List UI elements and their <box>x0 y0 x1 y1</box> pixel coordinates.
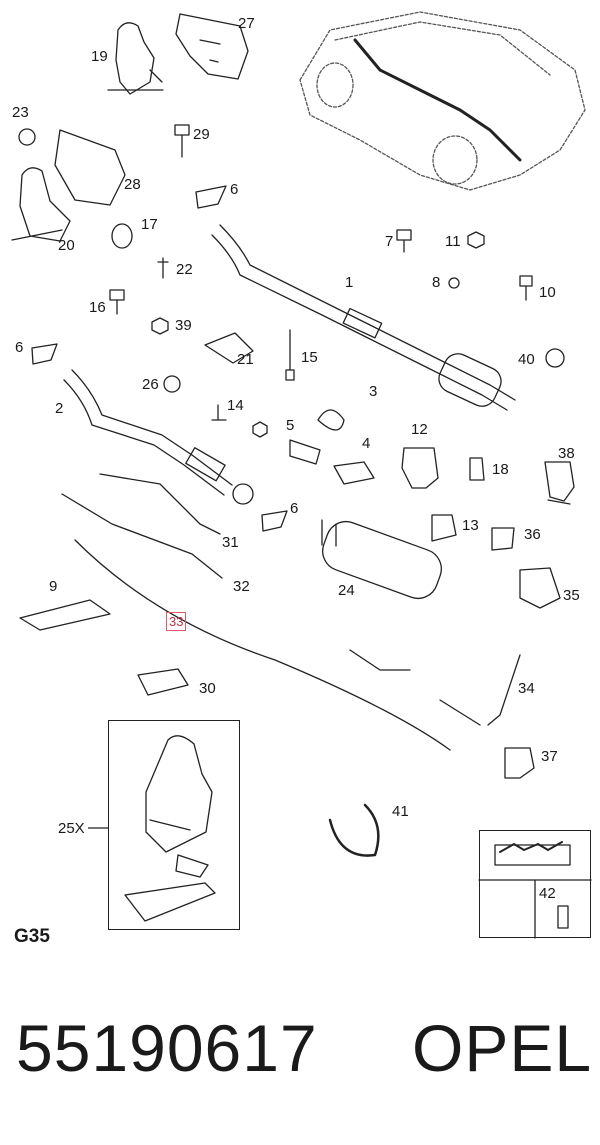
gasket-part-6c <box>261 510 288 532</box>
callout-10: 10 <box>539 284 556 301</box>
hanger-part-13 <box>431 514 457 542</box>
callout-5: 5 <box>286 417 295 434</box>
callout-9: 9 <box>49 578 58 595</box>
callout-2: 2 <box>55 400 64 417</box>
nut-part-11 <box>467 231 485 249</box>
callout-39: 39 <box>175 317 192 334</box>
ring-part-23 <box>18 128 36 146</box>
stud-part-22 <box>157 257 169 279</box>
callout-19: 19 <box>91 48 108 65</box>
callout-27: 27 <box>238 15 255 32</box>
callout-22: 22 <box>176 261 193 278</box>
callout-37: 37 <box>541 748 558 765</box>
nut-part-39 <box>151 317 169 335</box>
assembly-leader-line <box>88 827 108 829</box>
callout-30: 30 <box>199 680 216 697</box>
bracket-part-35 <box>519 567 561 609</box>
converter-part-20 <box>11 167 71 242</box>
gasket-part-6a <box>195 185 227 209</box>
callout-26: 26 <box>142 376 159 393</box>
cover-part-30 <box>137 668 189 696</box>
callout-41: 41 <box>392 803 409 820</box>
inset-frame <box>108 720 240 930</box>
clamp-part-3 <box>289 409 345 465</box>
callout-32: 32 <box>233 578 250 595</box>
sensor-part-32 <box>61 493 223 579</box>
callout-6-upper: 6 <box>230 181 239 198</box>
car-silhouette <box>299 11 586 191</box>
exhaust-parts-diagram <box>11 11 592 939</box>
heat-shield-part-27 <box>175 13 249 80</box>
hanger-part-18 <box>469 457 485 481</box>
callout-20: 20 <box>58 237 75 254</box>
inset-assembly-25x <box>124 735 216 922</box>
bolt-part-16 <box>109 289 125 315</box>
callout-13: 13 <box>462 517 479 534</box>
bracket-part-9 <box>19 599 111 631</box>
callout-28: 28 <box>124 176 141 193</box>
car-exhaust-route <box>353 38 522 162</box>
callout-7: 7 <box>385 233 394 250</box>
band-part-41 <box>328 803 380 857</box>
tool-panel <box>479 830 591 938</box>
shield-part-28 <box>54 129 126 206</box>
tool-panel-42 <box>478 841 592 939</box>
callout-34: 34 <box>518 680 535 697</box>
dpf-part-24 <box>321 519 442 600</box>
callout-24: 24 <box>338 582 355 599</box>
bolt-part-7 <box>396 229 412 253</box>
rubber-part-40 <box>545 348 565 368</box>
callout-3: 3 <box>369 383 378 400</box>
section-code: G35 <box>14 926 50 947</box>
callout-4: 4 <box>362 435 371 452</box>
bracket-part-21 <box>204 332 254 364</box>
callout-1: 1 <box>345 274 354 291</box>
clip-part-37 <box>504 747 535 779</box>
nut-part-5 <box>252 421 268 438</box>
callout-33-highlighted[interactable]: 33 <box>166 612 187 631</box>
sensor-part-31 <box>99 473 221 535</box>
callout-36: 36 <box>524 526 541 543</box>
callout-17: 17 <box>141 216 158 233</box>
clamp-part-17 <box>111 223 133 249</box>
callout-40: 40 <box>518 351 535 368</box>
front-pipe-part-2 <box>63 369 254 505</box>
callout-8: 8 <box>432 274 441 291</box>
bracket-part-4 <box>333 461 375 485</box>
ring-part-26 <box>163 375 181 393</box>
part-number: 55190617 <box>16 1011 318 1085</box>
callout-35: 35 <box>563 587 580 604</box>
hanger-part-12 <box>401 447 439 489</box>
manifold-part-19 <box>107 22 164 95</box>
wire-part-33 <box>74 539 451 751</box>
callout-11: 11 <box>445 233 461 250</box>
bolt-part-10 <box>519 275 533 301</box>
callout-21: 21 <box>237 351 254 368</box>
front-pipe-part-1 <box>211 224 516 411</box>
callout-38: 38 <box>558 445 575 462</box>
callout-6-lower: 6 <box>290 500 299 517</box>
brand-name: OPEL <box>412 1011 593 1085</box>
bolt-part-29 <box>174 124 190 158</box>
gasket-part-6b <box>31 343 58 365</box>
callout-31: 31 <box>222 534 239 551</box>
callout-12: 12 <box>411 421 428 438</box>
callout-15: 15 <box>301 349 318 366</box>
callout-18: 18 <box>492 461 509 478</box>
sensor-part-34 <box>349 649 521 726</box>
callout-6-left: 6 <box>15 339 24 356</box>
nut-part-8 <box>448 277 460 289</box>
callout-23: 23 <box>12 104 29 121</box>
callout-29: 29 <box>193 126 210 143</box>
assembly-label: 25X <box>58 820 85 837</box>
callout-42: 42 <box>539 885 556 902</box>
callout-14: 14 <box>227 397 244 414</box>
stud-part-14 <box>211 404 227 421</box>
clip-part-36 <box>491 527 515 551</box>
clip-part-38 <box>544 461 575 505</box>
callout-16: 16 <box>89 299 106 316</box>
bolt-part-15 <box>285 329 295 381</box>
